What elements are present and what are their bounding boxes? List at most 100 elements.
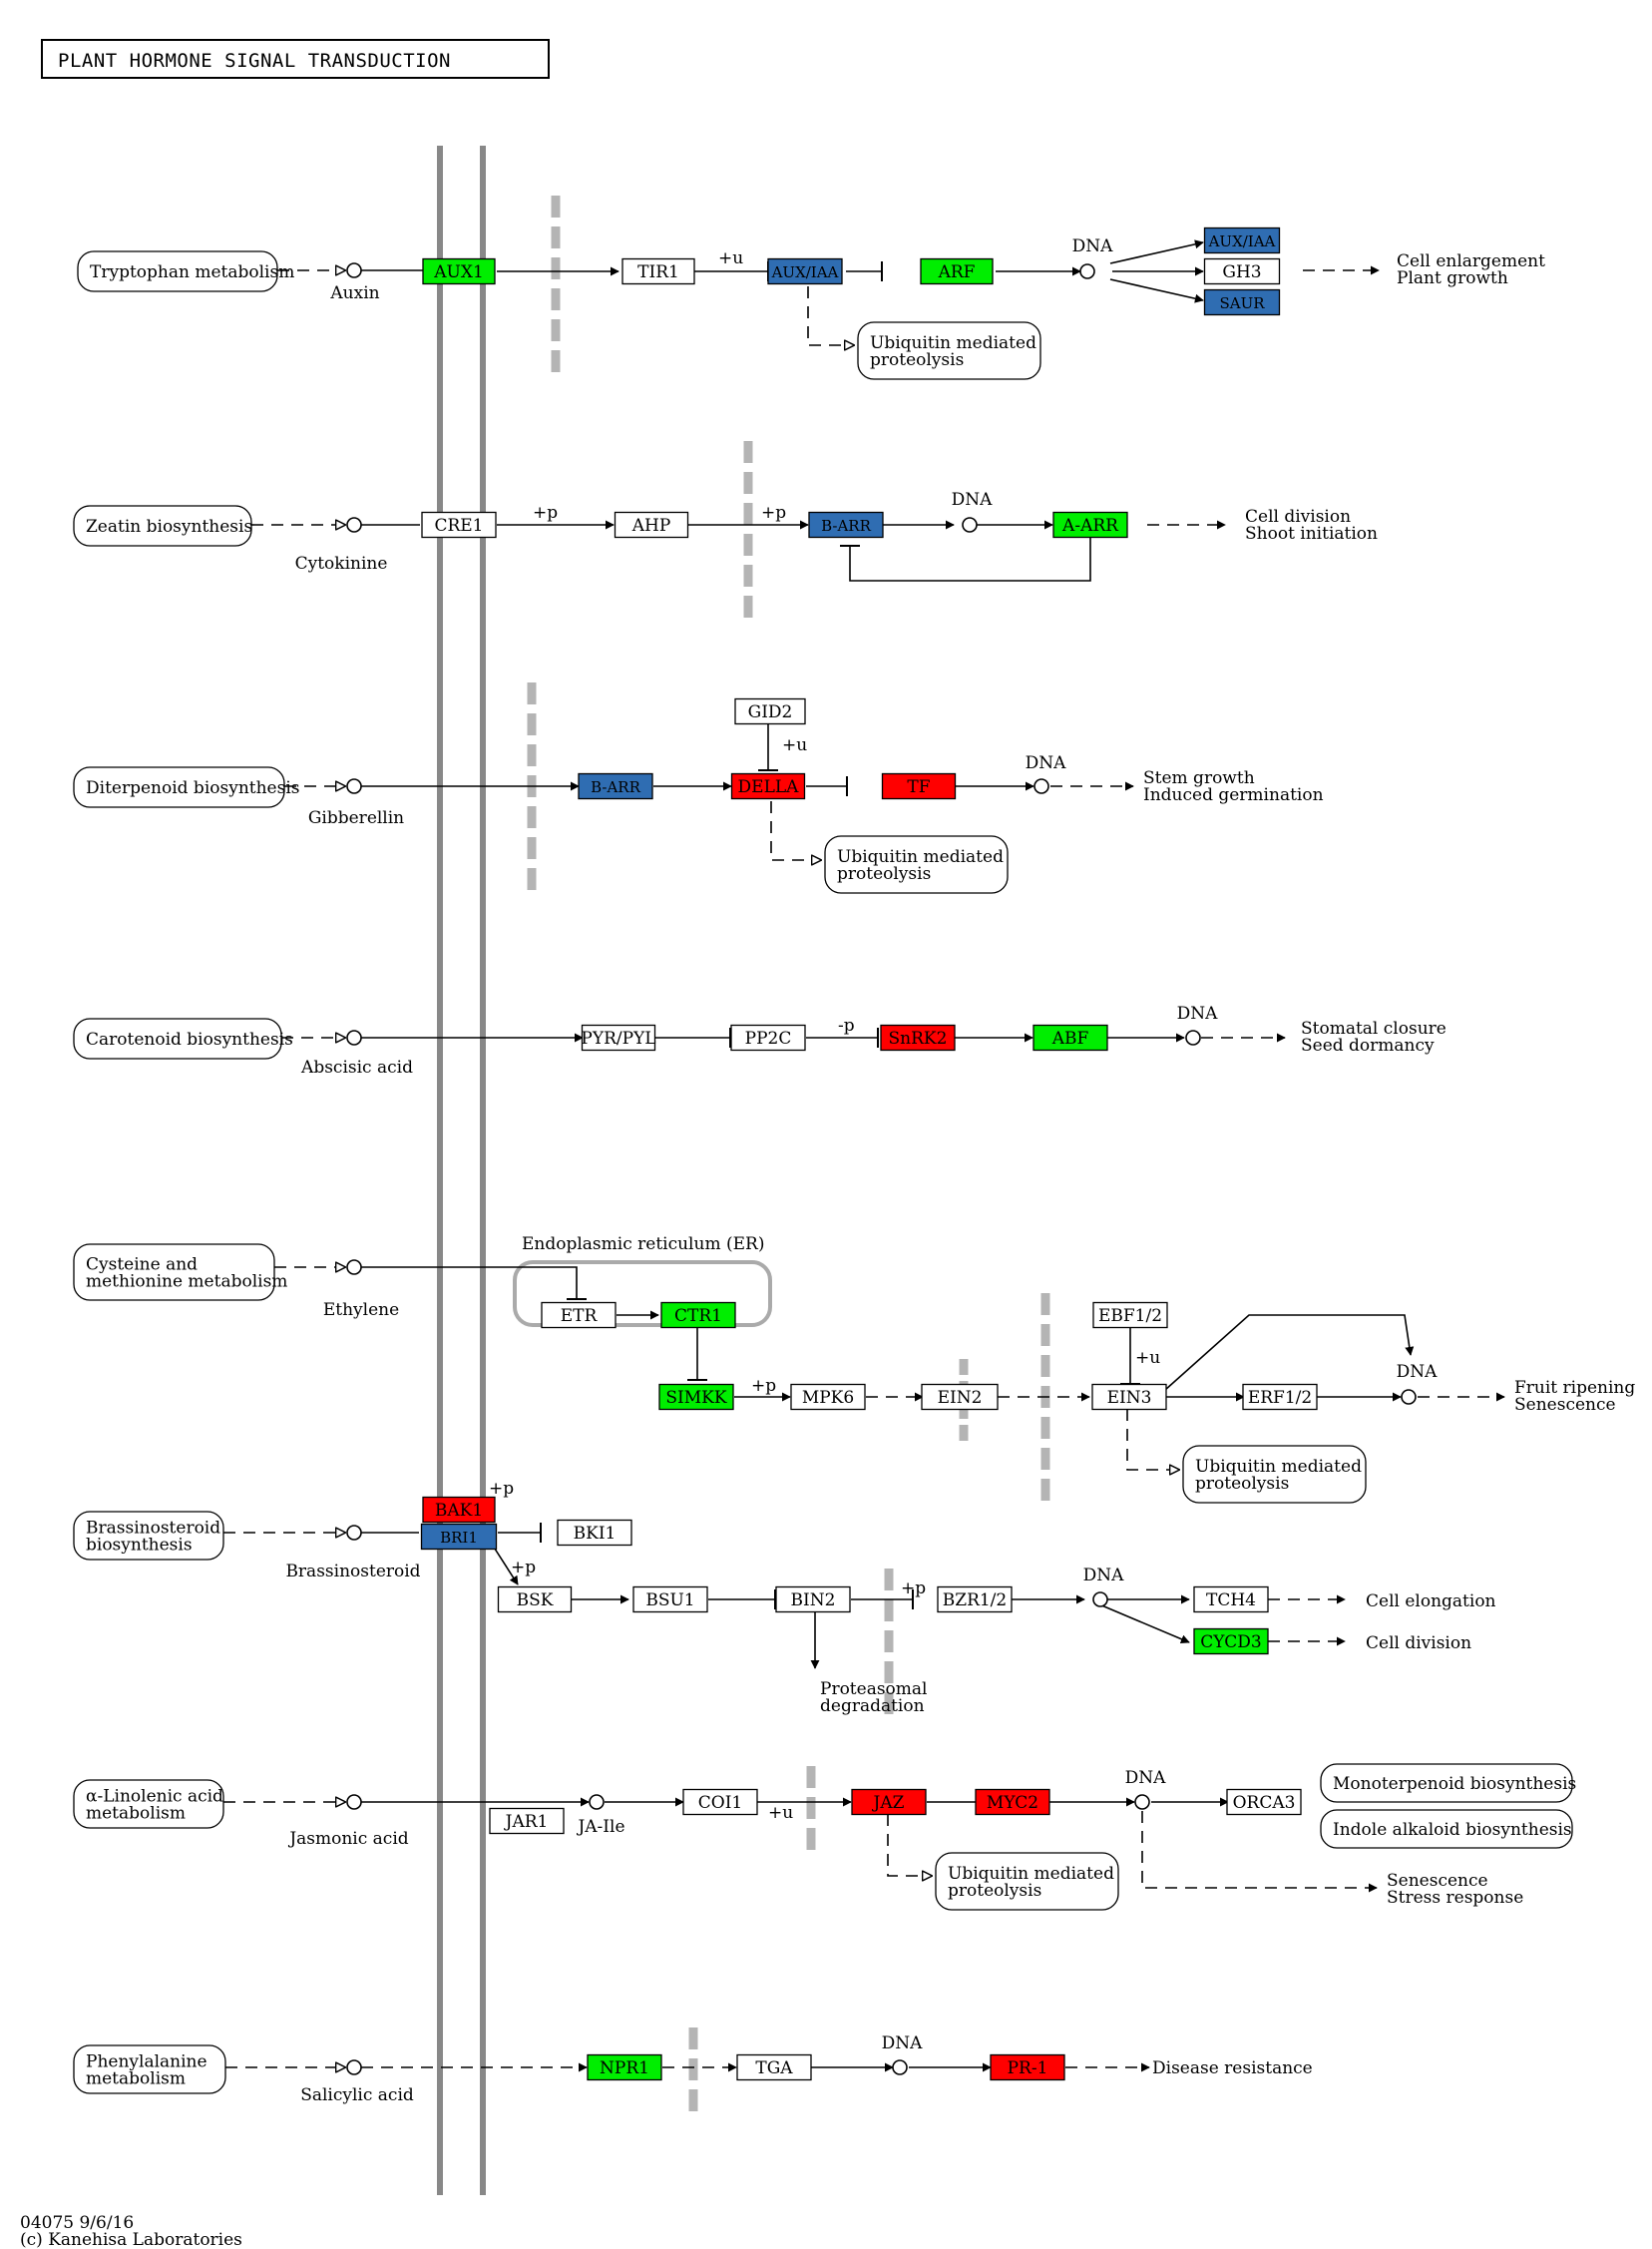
gene-node[interactable]: CRE1 [421,511,497,539]
pathway-map-link[interactable]: Diterpenoid biosynthesis [73,766,300,808]
gene-node[interactable]: BSK [497,1585,573,1613]
gene-node[interactable]: B-ARR [578,772,653,800]
gene-node[interactable]: GID2 [734,697,806,725]
map-label: biosynthesis [86,1536,193,1556]
gene-node[interactable]: TGA [736,2053,812,2081]
compound-node[interactable]: Gibberellin [308,778,404,828]
gene-node[interactable]: CTR1 [660,1301,736,1329]
gene-node[interactable]: MYC2 [975,1788,1050,1816]
modification-label: +p [511,1558,536,1577]
gene-box [975,1788,1050,1816]
gene-node[interactable]: GH3 [1203,257,1281,285]
gene-node[interactable]: PR-1 [990,2053,1065,2081]
modification-label: +u [768,1803,793,1823]
gene-node[interactable]: ORCA3 [1226,1788,1302,1816]
gene-box [660,1301,736,1329]
dna-node: DNA [1072,236,1113,279]
gene-node[interactable]: EIN3 [1091,1383,1167,1411]
gene-node[interactable]: BKI1 [557,1519,632,1547]
gene-node[interactable]: AHP [614,511,689,539]
gene-node[interactable]: A-ARR [1052,511,1128,539]
gene-node[interactable]: EIN2 [921,1383,999,1411]
gene-node[interactable]: JAZ [851,1788,927,1816]
gene-node[interactable]: SnRK2 [880,1024,956,1052]
map-label: Ubiquitin mediated [1195,1457,1362,1477]
gene-label: NPR1 [600,2058,649,2078]
gene-label: BKI1 [574,1524,617,1544]
gene-node[interactable]: BRI1 [420,1523,498,1551]
map-label: methionine metabolism [86,1272,287,1292]
gene-node[interactable]: ETR [541,1301,617,1329]
gene-node[interactable]: AUX/IAA [1203,226,1281,254]
compound-node[interactable]: Auxin [329,262,380,303]
pathway-map-link[interactable]: Monoterpenoid biosynthesis [1320,1763,1576,1803]
gene-label: TCH4 [1206,1590,1256,1610]
gene-node[interactable]: SIMKK [658,1383,734,1411]
gene-node[interactable]: CYCD3 [1193,1627,1269,1655]
gene-label: CTR1 [674,1306,722,1326]
gene-node[interactable]: ARF [920,257,994,285]
gene-box [881,772,957,800]
gene-node[interactable]: BIN2 [775,1585,851,1613]
gene-node[interactable]: EBF1/2 [1092,1301,1168,1329]
gene-box [767,257,843,285]
gene-node[interactable]: BAK1 [422,1496,496,1524]
dna-node: DNA [952,490,993,533]
gene-node[interactable]: MPK6 [790,1383,866,1411]
map-box [857,321,1041,380]
compound-circle [346,778,362,794]
pathway-map-link[interactable]: Zeatin biosynthesis [73,505,252,547]
gene-node[interactable]: BZR1/2 [937,1585,1013,1613]
gene-node[interactable]: DELLA [730,772,806,800]
gene-node[interactable]: TF [881,772,957,800]
gene-node[interactable]: COI1 [682,1788,758,1816]
pathway-map-link[interactable]: Tryptophan metabolism [77,250,294,292]
compound-node[interactable]: Ethylene [323,1259,399,1320]
outcome-label: Cell elongation [1366,1591,1496,1611]
gene-node[interactable]: PYR/PYL [581,1024,656,1052]
gene-node[interactable]: SAUR [1203,288,1281,316]
gene-node[interactable]: AUX1 [422,257,496,285]
compound-label: Abscisic acid [300,1058,413,1078]
pathway-map-link[interactable]: Indole alkaloid biosynthesis [1320,1809,1573,1849]
dna-label: DNA [1026,753,1067,773]
gene-label: PYR/PYL [581,1029,655,1049]
gene-label: EBF1/2 [1098,1306,1162,1326]
compound-node[interactable]: Cytokinine [295,517,388,574]
gene-label: SIMKK [665,1388,726,1408]
gene-node[interactable]: TIR1 [621,257,695,285]
map-box [73,1779,224,1829]
gene-node[interactable]: TCH4 [1193,1585,1269,1613]
pathway-map-link[interactable]: Carotenoid biosynthesis [73,1018,293,1060]
map-box [73,505,252,547]
gene-label: BIN2 [791,1590,836,1610]
gene-node[interactable]: PP2C [730,1024,806,1052]
dna-circle [1033,778,1049,794]
compound-node[interactable]: Salicylic acid [300,2059,414,2105]
gene-node[interactable]: AUX/IAA [767,257,843,285]
gene-node[interactable]: JAR1 [489,1807,565,1835]
compound-node[interactable]: Jasmonic acid [287,1794,409,1849]
gene-node[interactable]: ABF [1032,1024,1108,1052]
gene-node[interactable]: BSU1 [632,1585,708,1613]
edge [887,1814,932,1876]
compound-node[interactable]: Brassinosteroid [285,1525,421,1581]
gene-node[interactable]: NPR1 [587,2053,662,2081]
gene-node[interactable]: ERF1/2 [1242,1383,1318,1411]
gene-box [1052,511,1128,539]
compound-node[interactable]: JA-Ile [576,1794,625,1837]
gene-label: ABF [1051,1029,1089,1049]
gene-node[interactable]: B-ARR [808,511,884,539]
gene-box [1193,1627,1269,1655]
compound-node[interactable]: Abscisic acid [300,1030,413,1078]
gene-box [736,2053,812,2081]
dna-label: DNA [1397,1362,1439,1382]
